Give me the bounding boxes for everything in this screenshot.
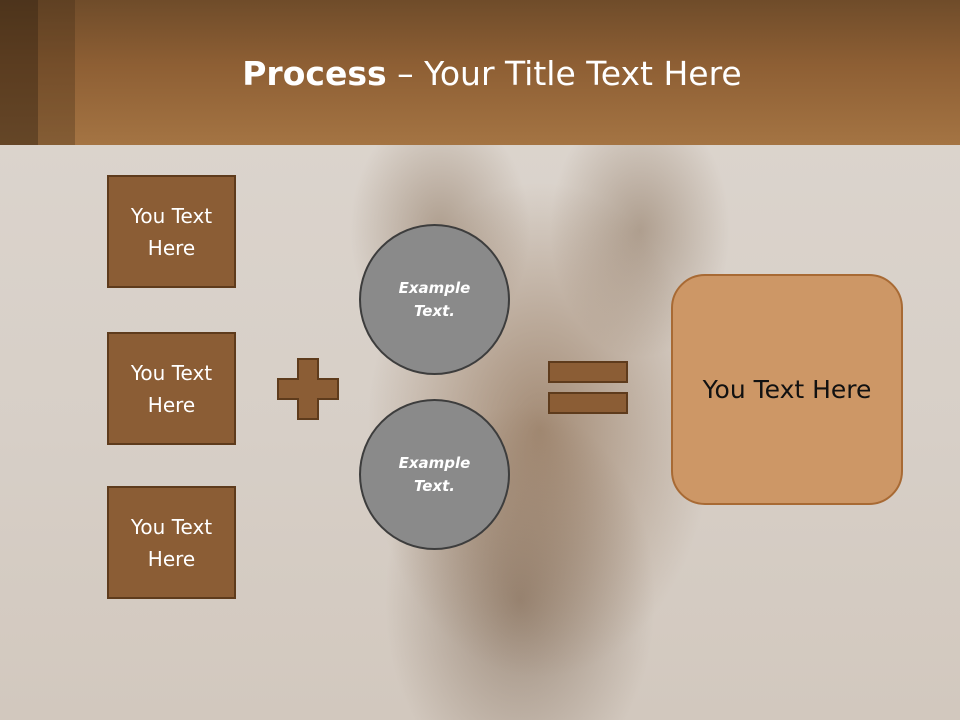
example-circle: Example Text. <box>359 399 510 550</box>
header-accent-strip <box>38 0 75 145</box>
input-box-label: You Text Here <box>130 360 213 417</box>
circle-label: Example Text. <box>398 278 471 320</box>
title-bold: Process <box>242 54 387 93</box>
header-accent-strip <box>0 0 38 145</box>
slide-title: Process – Your Title Text Here <box>0 52 960 96</box>
example-circle: Example Text. <box>359 224 510 375</box>
input-box-label: You Text Here <box>130 203 213 260</box>
result-label: You Text Here <box>702 374 872 404</box>
result-box: You Text Here <box>671 274 903 505</box>
input-box: You Text Here <box>107 486 236 599</box>
input-box-label: You Text Here <box>130 514 213 571</box>
plus-icon <box>277 358 339 420</box>
input-box: You Text Here <box>107 332 236 445</box>
header-band: Process – Your Title Text Here <box>0 0 960 145</box>
equals-icon <box>548 361 628 414</box>
title-rest: – Your Title Text Here <box>386 54 742 93</box>
input-box: You Text Here <box>107 175 236 288</box>
circle-label: Example Text. <box>398 453 471 495</box>
